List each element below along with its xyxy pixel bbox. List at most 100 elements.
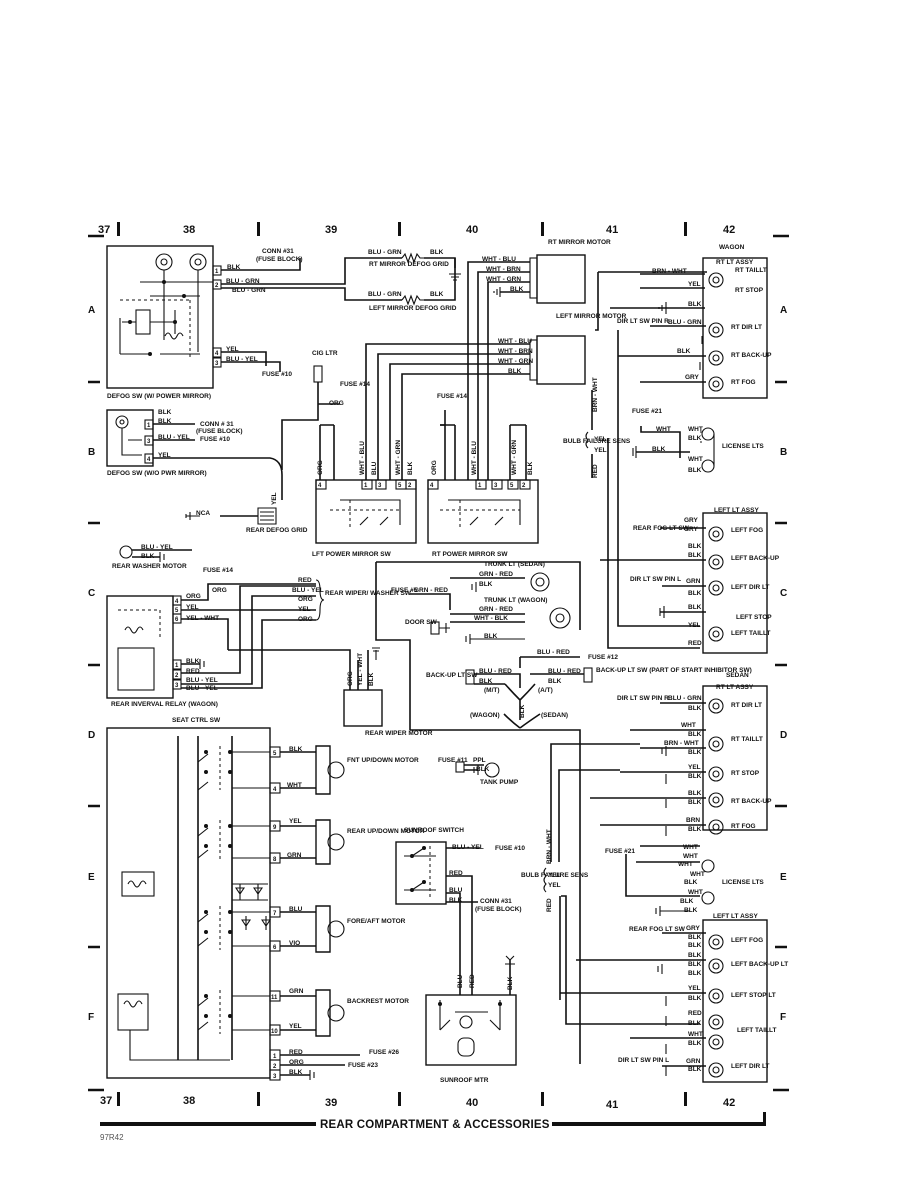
wagon-license-lts: FUSE #21 WHT WHT BLK BLK WHT BLK LICENSE… (632, 408, 764, 474)
sedan-rt-lt-assy: SEDAN RT LT ASSY DIR LT SW PIN R BLU - G… (590, 672, 772, 836)
wire-blk-29: BLK (688, 749, 702, 756)
wire-blu-red-2: BLU - RED (479, 668, 512, 675)
wire-yel-3: YEL (271, 492, 278, 505)
label-rear-wiper-washer-sw: REAR WIPER/ WASHER SW (325, 590, 412, 597)
wire-blk-9: BLK (158, 418, 172, 425)
wire-blk-35: BLK (680, 898, 694, 905)
col-38-bottom: 38 (183, 1095, 195, 1107)
label-left-dir-lt-b: LEFT DIR LT (731, 1063, 770, 1070)
wire-grn-1: GRN (686, 578, 701, 585)
rt-mirror-motor: RT MIRROR MOTOR WHT - BLU WHT - BRN WHT … (467, 239, 611, 480)
wire-blk-50: BLK (507, 976, 514, 990)
wire-gry-3: GRY (684, 526, 699, 533)
wire-wht-3: WHT (688, 456, 703, 463)
tank-pump: FUSE #11 PPL BLK TANK PUMP (438, 757, 519, 786)
label-fuse21-a: FUSE #21 (632, 408, 662, 415)
label-license-lts-b: LICENSE LTS (722, 879, 764, 886)
label-backup-lt-sw-start: BACK-UP LT SW (PART OF START INHIBITOR S… (596, 667, 752, 674)
label-trunk-lt-wagon: TRUNK LT (WAGON) (484, 597, 547, 604)
wire-blk-7: BLK (527, 461, 534, 475)
col-41-bottom: 41 (606, 1099, 618, 1111)
wire-wht-5: WHT (683, 844, 698, 851)
col-40-bottom: 40 (466, 1097, 478, 1109)
wire-yel-6: YEL (688, 281, 701, 288)
wire-yel-1: YEL (226, 346, 239, 353)
wire-yel-15: YEL (289, 1023, 302, 1030)
wire-blk-22: BLK (479, 581, 493, 588)
col-37-top: 37 (98, 224, 110, 236)
label-rear-washer-motor: REAR WASHER MOTOR (112, 563, 187, 570)
row-f-left: F (88, 1012, 94, 1023)
seat-motors: BLK WHT FNT UP/DOWN MOTOR YEL GRN REAR U… (280, 745, 425, 1080)
wire-wht-brn-1: WHT - BRN (486, 266, 521, 273)
label-backup-lt-sw: BACK-UP LT SW (426, 672, 478, 679)
wire-blk-8: BLK (158, 409, 172, 416)
label-nca: NCA (196, 510, 210, 517)
wire-yel-2: YEL (158, 452, 171, 459)
wire-red-9: RED (469, 974, 476, 988)
col-42-top: 42 (723, 224, 735, 236)
wire-blk-36: BLK (684, 907, 698, 914)
wire-wht-10: WHT (688, 1031, 703, 1038)
bulb-failure-sens-top: BRN - WHT BULB FAILURE SENS YEL YEL RED (563, 271, 707, 649)
wire-blu-yel-4: BLU - YEL (186, 677, 218, 684)
row-e-left: E (88, 872, 95, 883)
label-sedan-paren: (SEDAN) (541, 712, 568, 719)
col-42-bottom: 42 (723, 1097, 735, 1109)
label-defog-sw-pwr: DEFOG SW (W/ POWER MIRROR) (107, 393, 211, 400)
label-rear-fog-lt-sw-b: REAR FOG LT SW (629, 926, 686, 933)
label-trunk-lt-sedan: TRUNK LT (SEDAN) (484, 561, 545, 568)
wire-yel-5: YEL (594, 447, 607, 454)
label-left-mirror-defog: LEFT MIRROR DEFOG GRID (369, 305, 457, 312)
label-fnt-motor: FNT UP/DOWN MOTOR (347, 757, 419, 764)
wire-red-5: RED (546, 898, 553, 912)
wire-blk-45: BLK (688, 1066, 702, 1073)
wire-wht-2: WHT (688, 426, 703, 433)
grid-bottom: 37 38 39 40 41 42 (88, 1088, 789, 1111)
label-dir-lt-sw-pin-l-b: DIR LT SW PIN L (618, 1057, 669, 1064)
label-left-fog-b: LEFT FOG (731, 937, 763, 944)
label-rt-taillt-b: RT TAILLT (731, 736, 763, 743)
label-fuse-block-b: (FUSE BLOCK) (196, 428, 243, 435)
wire-org-9: ORG (289, 1059, 304, 1066)
label-fuse14-a: FUSE #14 (340, 381, 370, 388)
wire-blk-5: BLK (508, 368, 522, 375)
wire-blk-26: BLK (519, 704, 526, 718)
svg-text:8: 8 (273, 857, 277, 863)
wire-wht-blk-1: WHT - BLK (474, 615, 508, 622)
sunroof: SUNROOF SWITCH BLU - YEL FUSE #10 RED BL… (395, 827, 525, 1084)
row-e-right: E (780, 872, 787, 883)
wire-blk-25: BLK (548, 678, 562, 685)
wire-blk-14: BLK (688, 467, 702, 474)
wire-blu-grn-4: BLU - GRN (368, 291, 402, 298)
wagon-left-lt-assy: LEFT LT ASSY GRY REAR FOG LT SW GRY LEFT… (600, 507, 780, 654)
wire-wht-blu-1: WHT - BLU (482, 256, 516, 263)
svg-text:1: 1 (175, 663, 179, 669)
wire-red-7: RED (289, 1049, 303, 1056)
wire-wht-11: WHT (287, 782, 302, 789)
wire-org-6: ORG (298, 596, 313, 603)
svg-text:6: 6 (175, 617, 179, 623)
label-fuse12: FUSE #12 (588, 654, 618, 661)
label-rt-backup-b: RT BACK-UP (731, 798, 772, 805)
label-rear-fog-lt-sw-a: REAR FOG LT SW (633, 525, 690, 532)
label-rt-lt-assy-b: RT LT ASSY (716, 684, 754, 691)
col-39-top: 39 (325, 224, 337, 236)
wire-wht-grn-2: WHT - GRN (498, 358, 533, 365)
grid-rows: A B C D E F A B C D E F (88, 305, 787, 1023)
footer-title: REAR COMPARTMENT & ACCESSORIES (320, 1119, 550, 1131)
wire-blk-39: BLK (688, 952, 702, 959)
label-fuse-block-a: (FUSE BLOCK) (256, 256, 303, 263)
svg-text:10: 10 (271, 1029, 278, 1035)
wire-blk-23: BLK (484, 633, 498, 640)
svg-text:3: 3 (273, 1074, 277, 1080)
label-fuse26: FUSE #26 (369, 1049, 399, 1056)
wire-org-4: ORG (186, 593, 201, 600)
label-rt-stop-b: RT STOP (731, 770, 760, 777)
wire-blk-2: BLK (430, 249, 444, 256)
label-rt-mirror-motor: RT MIRROR MOTOR (548, 239, 611, 246)
label-rt-dir-lt-b: RT DIR LT (731, 702, 762, 709)
wire-grn-red-1: GRN - RED (479, 571, 513, 578)
label-fuse5: FUSE #5 (391, 587, 418, 594)
svg-text:3: 3 (175, 683, 179, 689)
